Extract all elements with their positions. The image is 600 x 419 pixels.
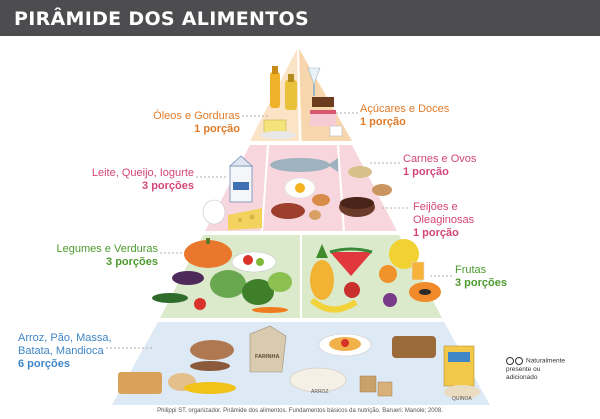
group-beans-portions: 1 porção xyxy=(413,227,459,239)
group-fruits-name: Frutas xyxy=(455,264,487,276)
salad-plate xyxy=(231,251,277,273)
farinha-label: FARINHA xyxy=(255,354,279,360)
oil-bottle xyxy=(270,72,280,108)
arroz-label: ARROZ xyxy=(311,389,329,395)
broccoli xyxy=(242,279,274,305)
banana xyxy=(309,297,358,313)
group-fruits-portions: 3 porções xyxy=(455,277,507,289)
group-cereals: Arroz, Pão, Massa, Batata, Mandioca 6 po… xyxy=(18,332,128,371)
chicken xyxy=(312,194,330,206)
group-oils: Óleos e Gorduras 1 porção xyxy=(120,110,240,136)
pumpkin xyxy=(184,240,232,268)
group-beans-name-2: Oleaginosas xyxy=(413,214,475,226)
watermelon xyxy=(330,252,372,276)
group-vegetables: Legumes e Verduras 3 porções xyxy=(30,243,158,269)
dot-outline-icon xyxy=(515,357,523,365)
group-cereals-name-1: Arroz, Pão, Massa, xyxy=(18,332,112,344)
potatoes xyxy=(190,340,234,360)
source-credit: Philippi ST, organizador. Pirâmide dos a… xyxy=(157,408,443,414)
bread xyxy=(392,336,436,358)
nuts xyxy=(372,184,392,196)
pyramid-level-proteins xyxy=(202,144,397,232)
cucumber xyxy=(152,293,188,303)
melon xyxy=(389,239,419,269)
corn xyxy=(184,382,236,394)
title-banner: PIRÂMIDE DOS ALIMENTOS xyxy=(0,0,600,36)
eggplant xyxy=(172,271,204,285)
group-oils-portions: 1 porção xyxy=(194,123,240,135)
apple xyxy=(344,282,360,298)
group-dairy: Leite, Queijo, Iogurte 3 porções xyxy=(70,167,194,193)
pyramid-level-oils-sugars xyxy=(250,46,352,142)
cabbage xyxy=(210,270,246,298)
connector-lines xyxy=(106,112,452,349)
crackers xyxy=(118,372,162,394)
legend-line1: Naturalmente xyxy=(526,357,566,365)
group-sugars: Açúcares e Doces 1 porção xyxy=(360,103,470,129)
pyramid-level-cereals: FARINHA ARROZ QUINOA xyxy=(112,322,490,405)
grapes xyxy=(383,293,397,307)
steak xyxy=(271,203,305,219)
fish xyxy=(270,158,330,172)
pineapple xyxy=(310,260,334,300)
group-cereals-portions: 6 porções xyxy=(18,358,70,370)
group-vegetables-portions: 3 porções xyxy=(106,256,158,268)
dot-icon xyxy=(506,357,514,365)
cake-slice xyxy=(310,112,336,126)
cheese xyxy=(228,208,262,230)
chocolate xyxy=(312,97,334,107)
group-meats-portions: 1 porção xyxy=(403,166,449,178)
wine-glass xyxy=(307,67,321,85)
manioc xyxy=(190,361,230,371)
legend: Naturalmente presente ou adicionado xyxy=(506,357,566,382)
group-meats: Carnes e Ovos 1 porção xyxy=(403,153,503,179)
group-oils-name: Óleos e Gorduras xyxy=(153,110,240,122)
rice-bowl xyxy=(289,367,347,393)
legend-icons xyxy=(506,357,524,366)
legend-line3: adicionado xyxy=(506,373,538,381)
pyramid-level-vegetables-fruits xyxy=(152,235,442,318)
tomato xyxy=(194,298,206,310)
quinoa-label: QUINOA xyxy=(452,396,472,402)
group-dairy-name: Leite, Queijo, Iogurte xyxy=(91,167,194,179)
quinoa-bowl xyxy=(444,385,480,399)
legend-line2: presente ou xyxy=(506,365,541,373)
group-beans: Feijões e Oleaginosas 1 porção xyxy=(413,201,513,240)
juice-glass xyxy=(411,261,425,281)
orange xyxy=(379,265,397,283)
page-title: PIRÂMIDE DOS ALIMENTOS xyxy=(14,8,309,30)
group-meats-name: Carnes e Ovos xyxy=(403,153,477,165)
group-sugars-name: Açúcares e Doces xyxy=(360,103,450,115)
oil-bottle xyxy=(285,80,297,110)
group-sugars-portions: 1 porção xyxy=(360,116,406,128)
group-dairy-portions: 3 porções xyxy=(142,180,194,192)
group-cereals-name-2: Batata, Mandioca xyxy=(18,345,104,357)
group-fruits: Frutas 3 porções xyxy=(455,264,535,290)
group-vegetables-name: Legumes e Verduras xyxy=(56,243,158,255)
sugar-cup xyxy=(329,125,343,137)
yogurt xyxy=(202,199,226,225)
farinha-bag xyxy=(249,325,287,373)
group-beans-name-1: Feijões e xyxy=(413,201,458,213)
carrot xyxy=(252,307,288,313)
